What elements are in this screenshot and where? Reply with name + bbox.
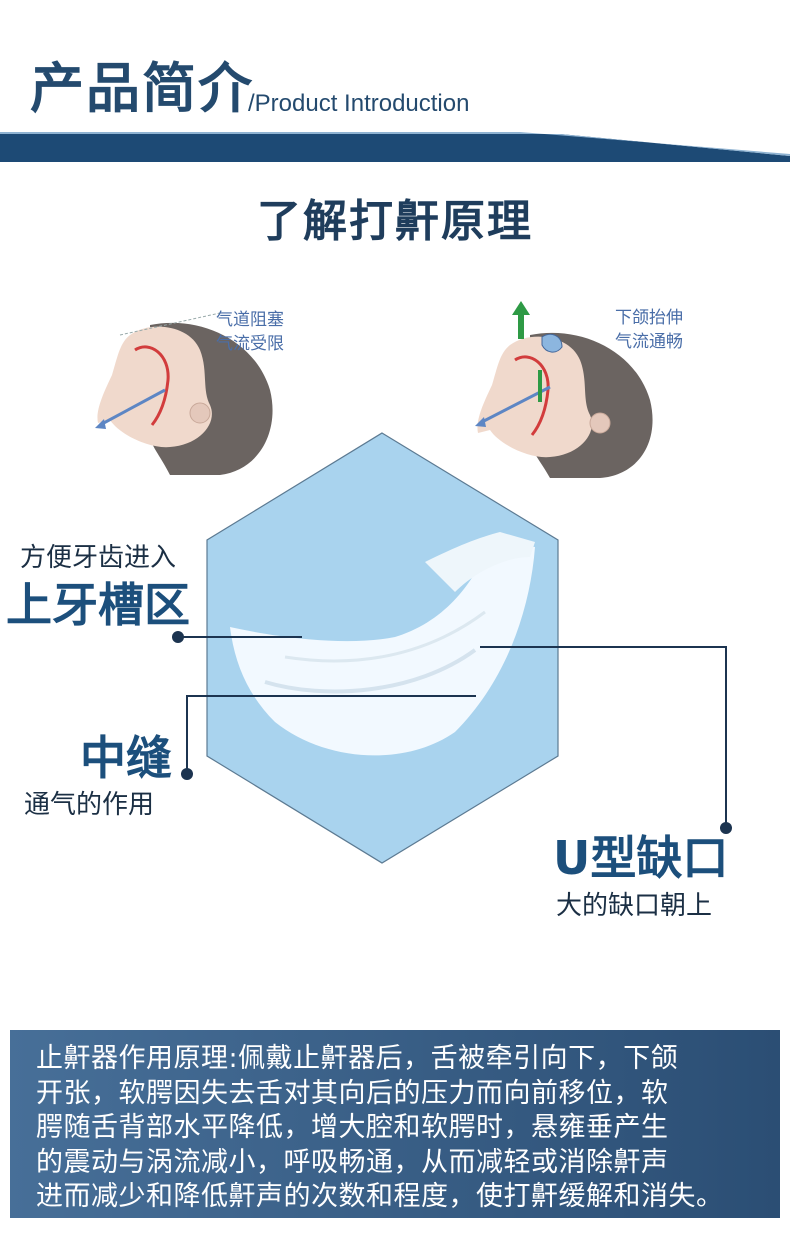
- mouthguard-icon: [230, 532, 535, 756]
- caption-line: 下颌抬伸: [615, 308, 683, 328]
- upper-groove-note: 方便牙齿进入: [20, 543, 177, 573]
- caption-line: 气流受限: [216, 334, 284, 354]
- caption-line: 气道阻塞: [216, 310, 284, 330]
- callout-dot: [720, 822, 732, 834]
- product-hexagon: [206, 432, 559, 864]
- callout-line: [725, 646, 727, 826]
- page-title: 产品简介: [30, 57, 254, 120]
- header-band: [0, 132, 790, 162]
- page-subtitle: /Product Introduction: [248, 90, 470, 117]
- open-airway-illustration: [470, 295, 670, 480]
- caption-line: 气流通畅: [615, 332, 683, 352]
- head-profile-icon: [95, 312, 273, 475]
- middle-seam-note: 通气的作用: [24, 790, 155, 820]
- callout-dot: [181, 768, 193, 780]
- callout-line: [178, 636, 302, 638]
- u-notch-note: 大的缺口朝上: [556, 891, 713, 921]
- middle-seam-title: 中缝: [80, 731, 172, 785]
- illustration-caption-1: 气道阻塞 气流受限: [216, 308, 284, 356]
- callout-line: [480, 646, 727, 648]
- upper-groove-title: 上牙槽区: [6, 578, 190, 632]
- callout-line: [186, 695, 188, 775]
- obstructed-airway-illustration: [90, 295, 290, 480]
- callout-line: [186, 695, 476, 697]
- description-panel: [10, 1030, 780, 1218]
- illustration-caption-2: 下颌抬伸 气流通畅: [615, 306, 683, 354]
- u-notch-title: U型缺口: [553, 831, 729, 885]
- description-text: 止鼾器作用原理:佩戴止鼾器后，舌被牵引向下，下颌 开张，软腭因失去舌对其向后的压…: [36, 1043, 724, 1212]
- head-profile-icon: [475, 301, 653, 478]
- section-heading: 了解打鼾原理: [257, 196, 533, 247]
